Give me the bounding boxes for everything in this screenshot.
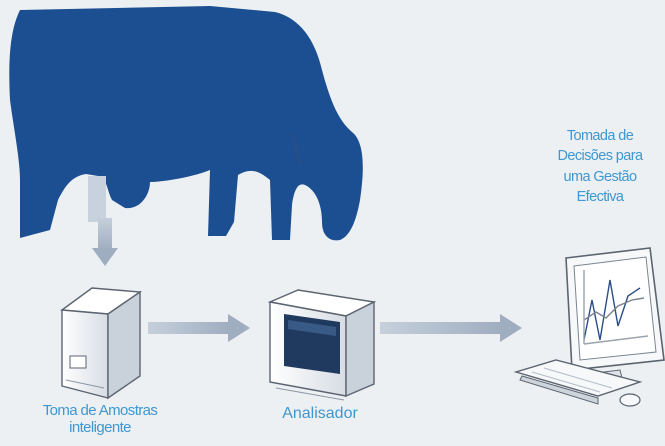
decision-label-line: Decisões para	[557, 148, 643, 165]
decision-label-line: uma Gestão	[563, 168, 638, 185]
decision-label: Tomada de Decisões para uma Gestão Efect…	[535, 126, 665, 207]
computer-workstation	[513, 247, 665, 407]
decision-label-line: Tomada de	[566, 128, 634, 144]
sampler-label: Toma de Amostras inteligente	[0, 402, 200, 437]
decision-label-line: Efectiva	[576, 188, 624, 205]
sampler-label-line: inteligente	[69, 419, 131, 437]
cow-silhouette	[9, 6, 363, 241]
sampler-label-line: Toma de Amostras	[42, 402, 158, 419]
analyzer-device	[267, 289, 377, 401]
analyzer-label: Analisador	[282, 405, 358, 422]
chart-screen-icon	[583, 270, 649, 345]
arrow-to-analyzer	[148, 314, 250, 342]
sampling-arrow-down	[88, 176, 118, 266]
sampler-device	[60, 287, 143, 400]
arrow-to-computer	[380, 314, 522, 342]
